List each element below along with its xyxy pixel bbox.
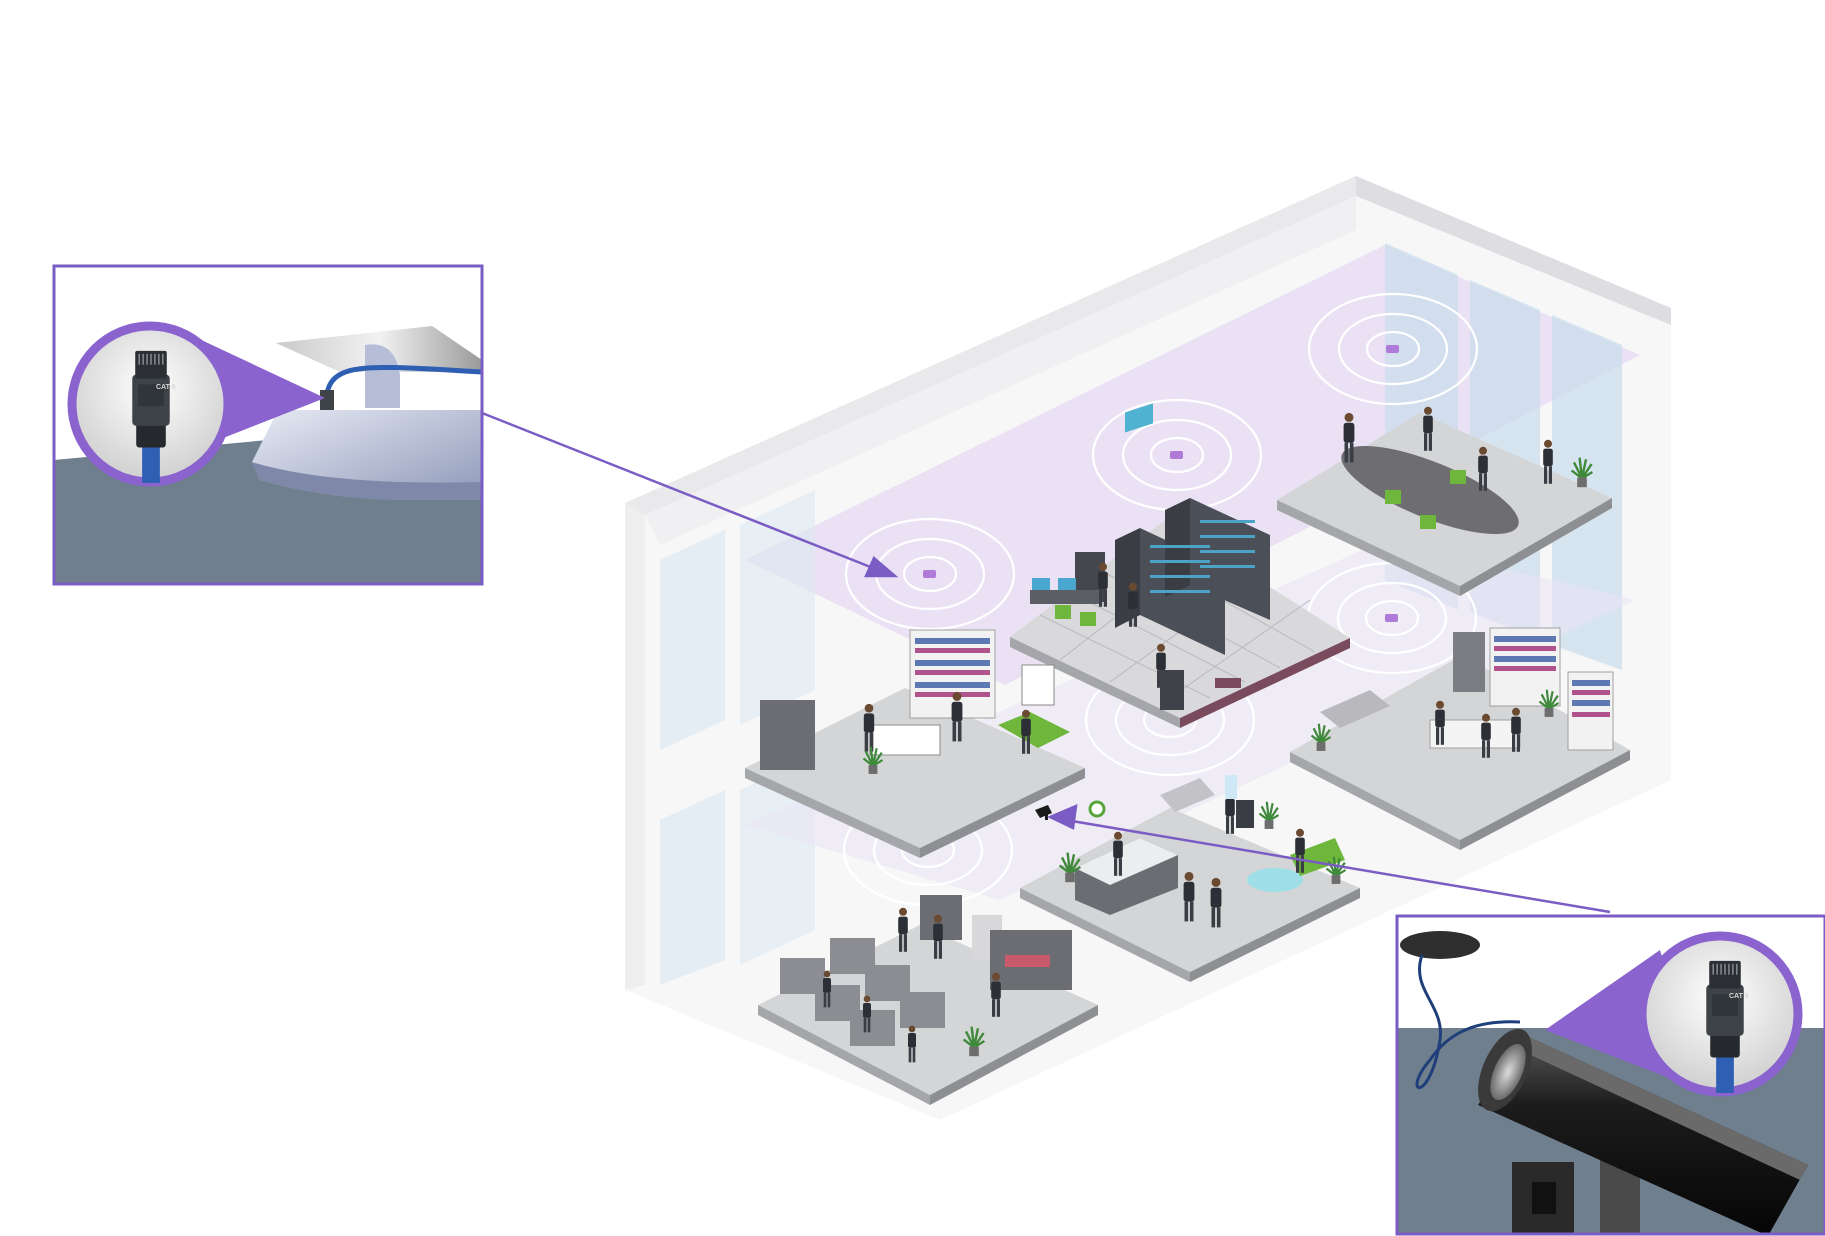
rj45-plug [320,390,334,412]
leader-line-access-point [481,411,879,572]
callout-security-camera[interactable]: CAT 6 [1395,914,1825,1236]
wifi-rings-1 [1307,292,1479,406]
rj45-connector-icon: CAT 6 [1705,960,1749,1093]
lobby [1020,403,1360,982]
rj45-connector-icon: CAT 6 [131,350,176,483]
callout-frame [52,264,484,586]
callout-access-point[interactable]: CAT 6 [52,264,484,586]
callout-frame [1395,914,1825,1236]
connector-label: CAT 6 [1729,993,1749,1000]
arrow-head-access-point [864,555,899,578]
sofa-icon [1320,690,1390,728]
sofa-icon [1160,778,1215,812]
access-point-icon[interactable] [923,570,936,578]
camera-lens [1490,1044,1526,1100]
workstation-office [758,895,1098,1105]
access-point-icon[interactable] [1386,345,1399,353]
access-points [923,345,1399,622]
security-camera-icon [1478,1028,1808,1234]
conference-room [1277,406,1612,596]
access-point-icon[interactable] [1385,614,1398,622]
right-office [1290,627,1630,850]
leader-line-camera [1065,818,1611,914]
network-cable [1415,954,1521,1089]
arrow-head-camera [1046,803,1078,830]
connector-label: CAT 6 [156,384,176,391]
desk-icon [780,938,945,1046]
access-point-icon[interactable] [1170,451,1183,459]
ceiling-dome [1400,931,1480,959]
security-camera-icon[interactable] [1035,805,1052,820]
server-room [1010,498,1350,728]
left-office [745,629,1085,858]
coffee-table [1247,868,1303,892]
location-marker-icon [1088,800,1106,818]
floor-plates [745,403,1630,1105]
callout-leader-lines [481,411,1611,914]
water-cooler [1225,775,1237,799]
